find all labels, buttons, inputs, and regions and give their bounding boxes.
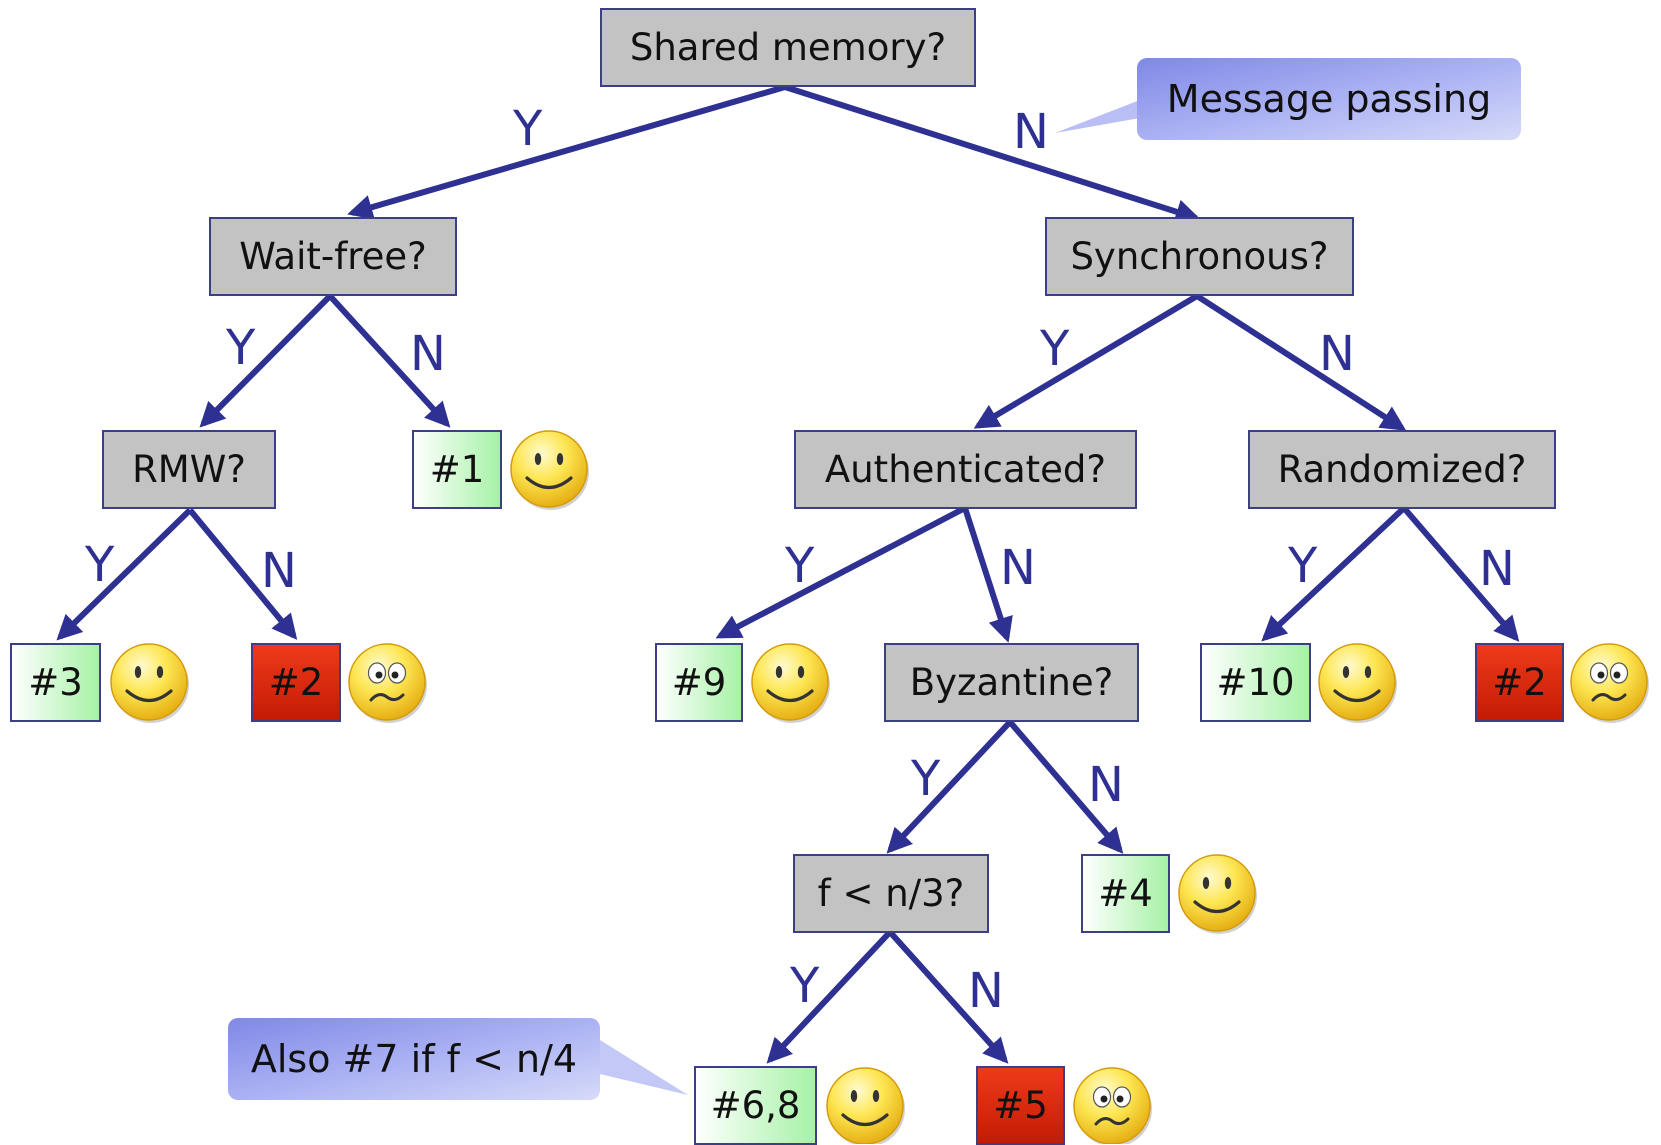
question-wait-free: Wait-free? xyxy=(209,217,457,296)
label-rmw-yes: Y xyxy=(85,537,115,593)
leaf-2-left: #2 xyxy=(251,643,341,722)
label-root-no: N xyxy=(1013,104,1049,160)
label-sync-yes: Y xyxy=(1040,321,1070,377)
edge-byz-no xyxy=(1007,720,1124,854)
edge-waitfree-yes xyxy=(199,293,333,428)
smiley-happy-icon xyxy=(1178,854,1257,934)
smiley-happy-icon xyxy=(826,1067,905,1144)
callout-message-passing-bubble xyxy=(1055,58,1521,140)
smiley-worried-icon xyxy=(348,643,427,723)
edge-rand-no xyxy=(1401,506,1520,642)
edge-sync-yes xyxy=(973,293,1199,429)
edge-sync-no xyxy=(1195,293,1407,431)
question-rmw: RMW? xyxy=(102,430,276,509)
label-f-yes: Y xyxy=(790,958,820,1014)
label-f-no: N xyxy=(968,963,1004,1019)
label-rand-no: N xyxy=(1479,541,1515,597)
question-randomized: Randomized? xyxy=(1248,430,1556,509)
label-byz-yes: Y xyxy=(911,751,941,807)
edge-f-yes xyxy=(766,929,893,1064)
edge-root-yes xyxy=(347,84,786,220)
smiley-happy-icon xyxy=(751,643,830,723)
edge-root-no xyxy=(784,84,1201,224)
edge-auth-yes xyxy=(715,505,967,639)
leaf-3: #3 xyxy=(10,643,101,722)
smiley-happy-icon xyxy=(510,430,589,510)
label-rmw-no: N xyxy=(261,543,297,599)
leaf-10: #10 xyxy=(1200,643,1311,722)
leaf-6-8: #6,8 xyxy=(694,1066,817,1145)
label-waitfree-yes: Y xyxy=(226,320,256,376)
question-shared-memory: Shared memory? xyxy=(600,8,976,87)
question-byzantine: Byzantine? xyxy=(884,643,1139,722)
leaf-9: #9 xyxy=(655,643,743,722)
label-sync-no: N xyxy=(1319,326,1355,382)
leaf-1: #1 xyxy=(412,430,502,509)
callout-message-passing: Message passing xyxy=(1166,77,1492,121)
leaf-5: #5 xyxy=(976,1066,1065,1145)
label-rand-yes: Y xyxy=(1288,538,1318,594)
edge-waitfree-no xyxy=(327,293,451,428)
label-waitfree-no: N xyxy=(410,326,446,382)
edge-byz-yes xyxy=(886,719,1013,854)
edge-rand-yes xyxy=(1261,505,1407,642)
label-auth-yes: Y xyxy=(785,538,815,594)
label-auth-no: N xyxy=(1000,540,1036,596)
edge-rmw-yes xyxy=(56,507,193,641)
leaf-2-right: #2 xyxy=(1475,643,1564,722)
question-authenticated: Authenticated? xyxy=(794,430,1137,509)
question-f-lt-n3: f < n/3? xyxy=(793,854,989,933)
label-root-yes: Y xyxy=(513,101,543,157)
edge-auth-no xyxy=(962,507,1013,643)
question-synchronous: Synchronous? xyxy=(1045,217,1354,296)
smiley-worried-icon xyxy=(1570,643,1649,723)
edge-f-no xyxy=(887,929,1009,1064)
callout-also7-bubble xyxy=(228,1018,688,1100)
leaf-4: #4 xyxy=(1081,854,1170,933)
label-byz-no: N xyxy=(1088,757,1124,813)
smiley-happy-icon xyxy=(110,643,189,723)
smiley-happy-icon xyxy=(1318,643,1397,723)
edge-rmw-no xyxy=(187,508,298,640)
smiley-worried-icon xyxy=(1073,1067,1152,1144)
callout-also-7: Also #7 if f < n/4 xyxy=(250,1037,578,1081)
